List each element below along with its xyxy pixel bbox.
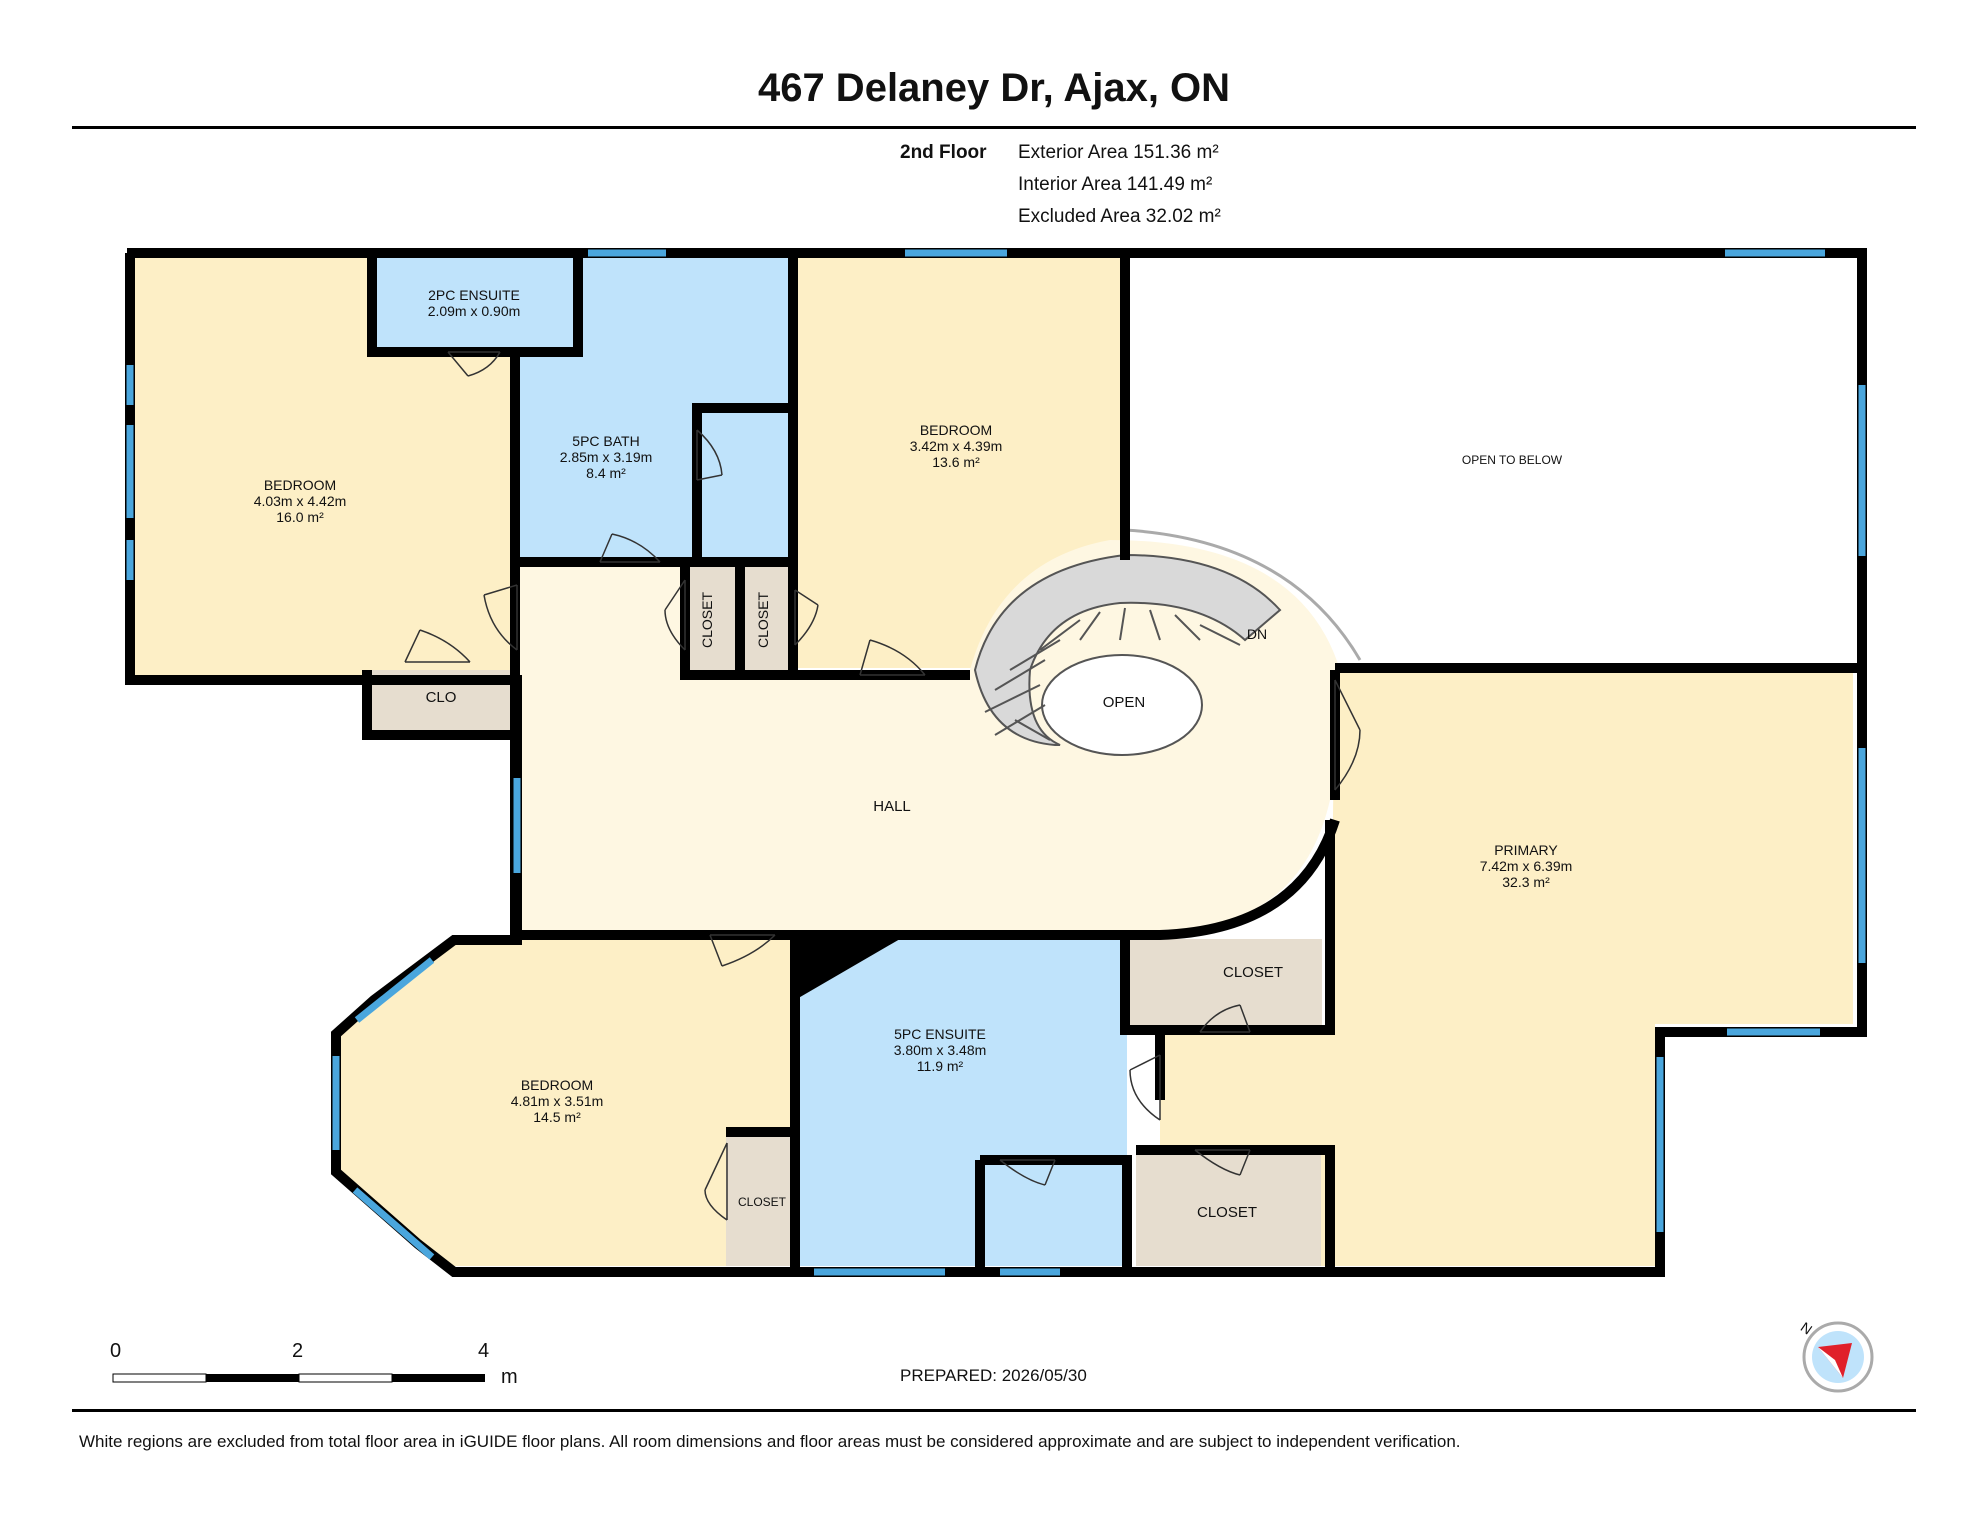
bedroom-southwest-area: 14.5 m²: [533, 1109, 581, 1125]
floor-name: 2nd Floor: [900, 142, 987, 163]
closet-southwest-label: CLOSET: [738, 1195, 787, 1209]
room-labels: BEDROOM 4.03m x 4.42m 16.0 m² 2PC ENSUIT…: [254, 287, 1573, 1221]
door: [599, 533, 661, 563]
exterior-area: Exterior Area 151.36 m²: [1018, 142, 1219, 163]
stair-open-label: OPEN: [1103, 694, 1146, 711]
stair-opening: [1041, 654, 1203, 756]
bedroom-west-area: 16.0 m²: [276, 509, 324, 525]
bedroom-west-name: BEDROOM: [264, 477, 336, 493]
interior-area: Interior Area 141.49 m²: [1018, 174, 1213, 195]
open-to-below-label: OPEN TO BELOW: [1462, 453, 1563, 467]
door: [704, 1142, 728, 1221]
bedroom-southwest-name: BEDROOM: [521, 1077, 593, 1093]
closet-southwest-fill: [726, 1135, 790, 1266]
hall-closet-1-label: CLOSET: [699, 592, 715, 648]
door: [447, 351, 501, 377]
bedroom-west-dims: 4.03m x 4.42m: [254, 493, 347, 509]
bedroom-middle-dims: 3.42m x 4.39m: [910, 438, 1003, 454]
ensuite-5pc-dims: 3.80m x 3.48m: [894, 1042, 987, 1058]
hall-closet-2-label: CLOSET: [755, 592, 771, 648]
room-fills: [130, 258, 1860, 1266]
page-title: 467 Delaney Dr, Ajax, ON: [757, 66, 1231, 110]
windows: [126, 249, 1866, 1276]
closet-primary-top-label: CLOSET: [1223, 964, 1283, 981]
bath-5pc-area: 8.4 m²: [586, 465, 626, 481]
disclaimer: White regions are excluded from total fl…: [79, 1432, 1461, 1451]
bedroom-southwest-fill: [336, 939, 790, 1266]
excluded-area: Excluded Area 32.02 m²: [1018, 206, 1221, 227]
compass-icon: N: [1798, 1319, 1874, 1393]
closet-primary-bottom-label: CLOSET: [1197, 1204, 1257, 1221]
ensuite-5pc-area: 11.9 m²: [917, 1058, 964, 1074]
primary-area: 32.3 m²: [1502, 874, 1550, 890]
bath-5pc-name: 5PC BATH: [572, 433, 639, 449]
ensuite-2pc-name: 2PC ENSUITE: [428, 287, 520, 303]
primary-dims: 7.42m x 6.39m: [1480, 858, 1573, 874]
doors: [404, 351, 1361, 1221]
ensuite-5pc-fill: [795, 939, 1127, 1266]
door: [1334, 679, 1361, 791]
hall-label: HALL: [873, 798, 911, 815]
scale-tick-2: 2: [292, 1340, 304, 1362]
prepared-date: PREPARED: 2026/05/30: [900, 1366, 1087, 1385]
primary-name: PRIMARY: [1494, 842, 1558, 858]
bedroom-middle-area: 13.6 m²: [932, 454, 980, 470]
ensuite-5pc-name: 5PC ENSUITE: [894, 1026, 986, 1042]
bedroom-southwest-dims: 4.81m x 3.51m: [511, 1093, 604, 1109]
primary-fill: [1160, 670, 1853, 1266]
door: [859, 639, 926, 676]
scale-tick-0: 0: [110, 1340, 122, 1362]
door: [404, 629, 471, 663]
door: [999, 1159, 1056, 1186]
door: [696, 429, 723, 481]
stair-down-label: DN: [1247, 626, 1267, 642]
window: [354, 957, 435, 1023]
footer-rule: [72, 1409, 1916, 1412]
bedroom-middle-name: BEDROOM: [920, 422, 992, 438]
ensuite-wall-notch: [795, 939, 900, 1000]
bath-5pc-dims: 2.85m x 3.19m: [560, 449, 653, 465]
door: [1129, 1054, 1161, 1121]
clo-label: CLO: [426, 689, 457, 706]
door: [1194, 1149, 1251, 1176]
scale-bar: [112, 1373, 485, 1383]
door: [794, 589, 819, 646]
door: [483, 584, 518, 651]
door: [664, 579, 686, 651]
scale-tick-4: 4: [478, 1340, 490, 1362]
door: [1199, 1004, 1251, 1033]
window: [352, 1187, 435, 1260]
header-rule: [72, 126, 1916, 129]
closet-primary-bottom-fill: [1136, 1150, 1321, 1266]
scale-unit: m: [501, 1366, 518, 1388]
door: [709, 934, 776, 967]
staircase: [973, 528, 1362, 756]
ensuite-2pc-dims: 2.09m x 0.90m: [428, 303, 521, 319]
closet-primary-top-fill: [1127, 939, 1322, 1027]
hall-fill: [515, 540, 1340, 930]
